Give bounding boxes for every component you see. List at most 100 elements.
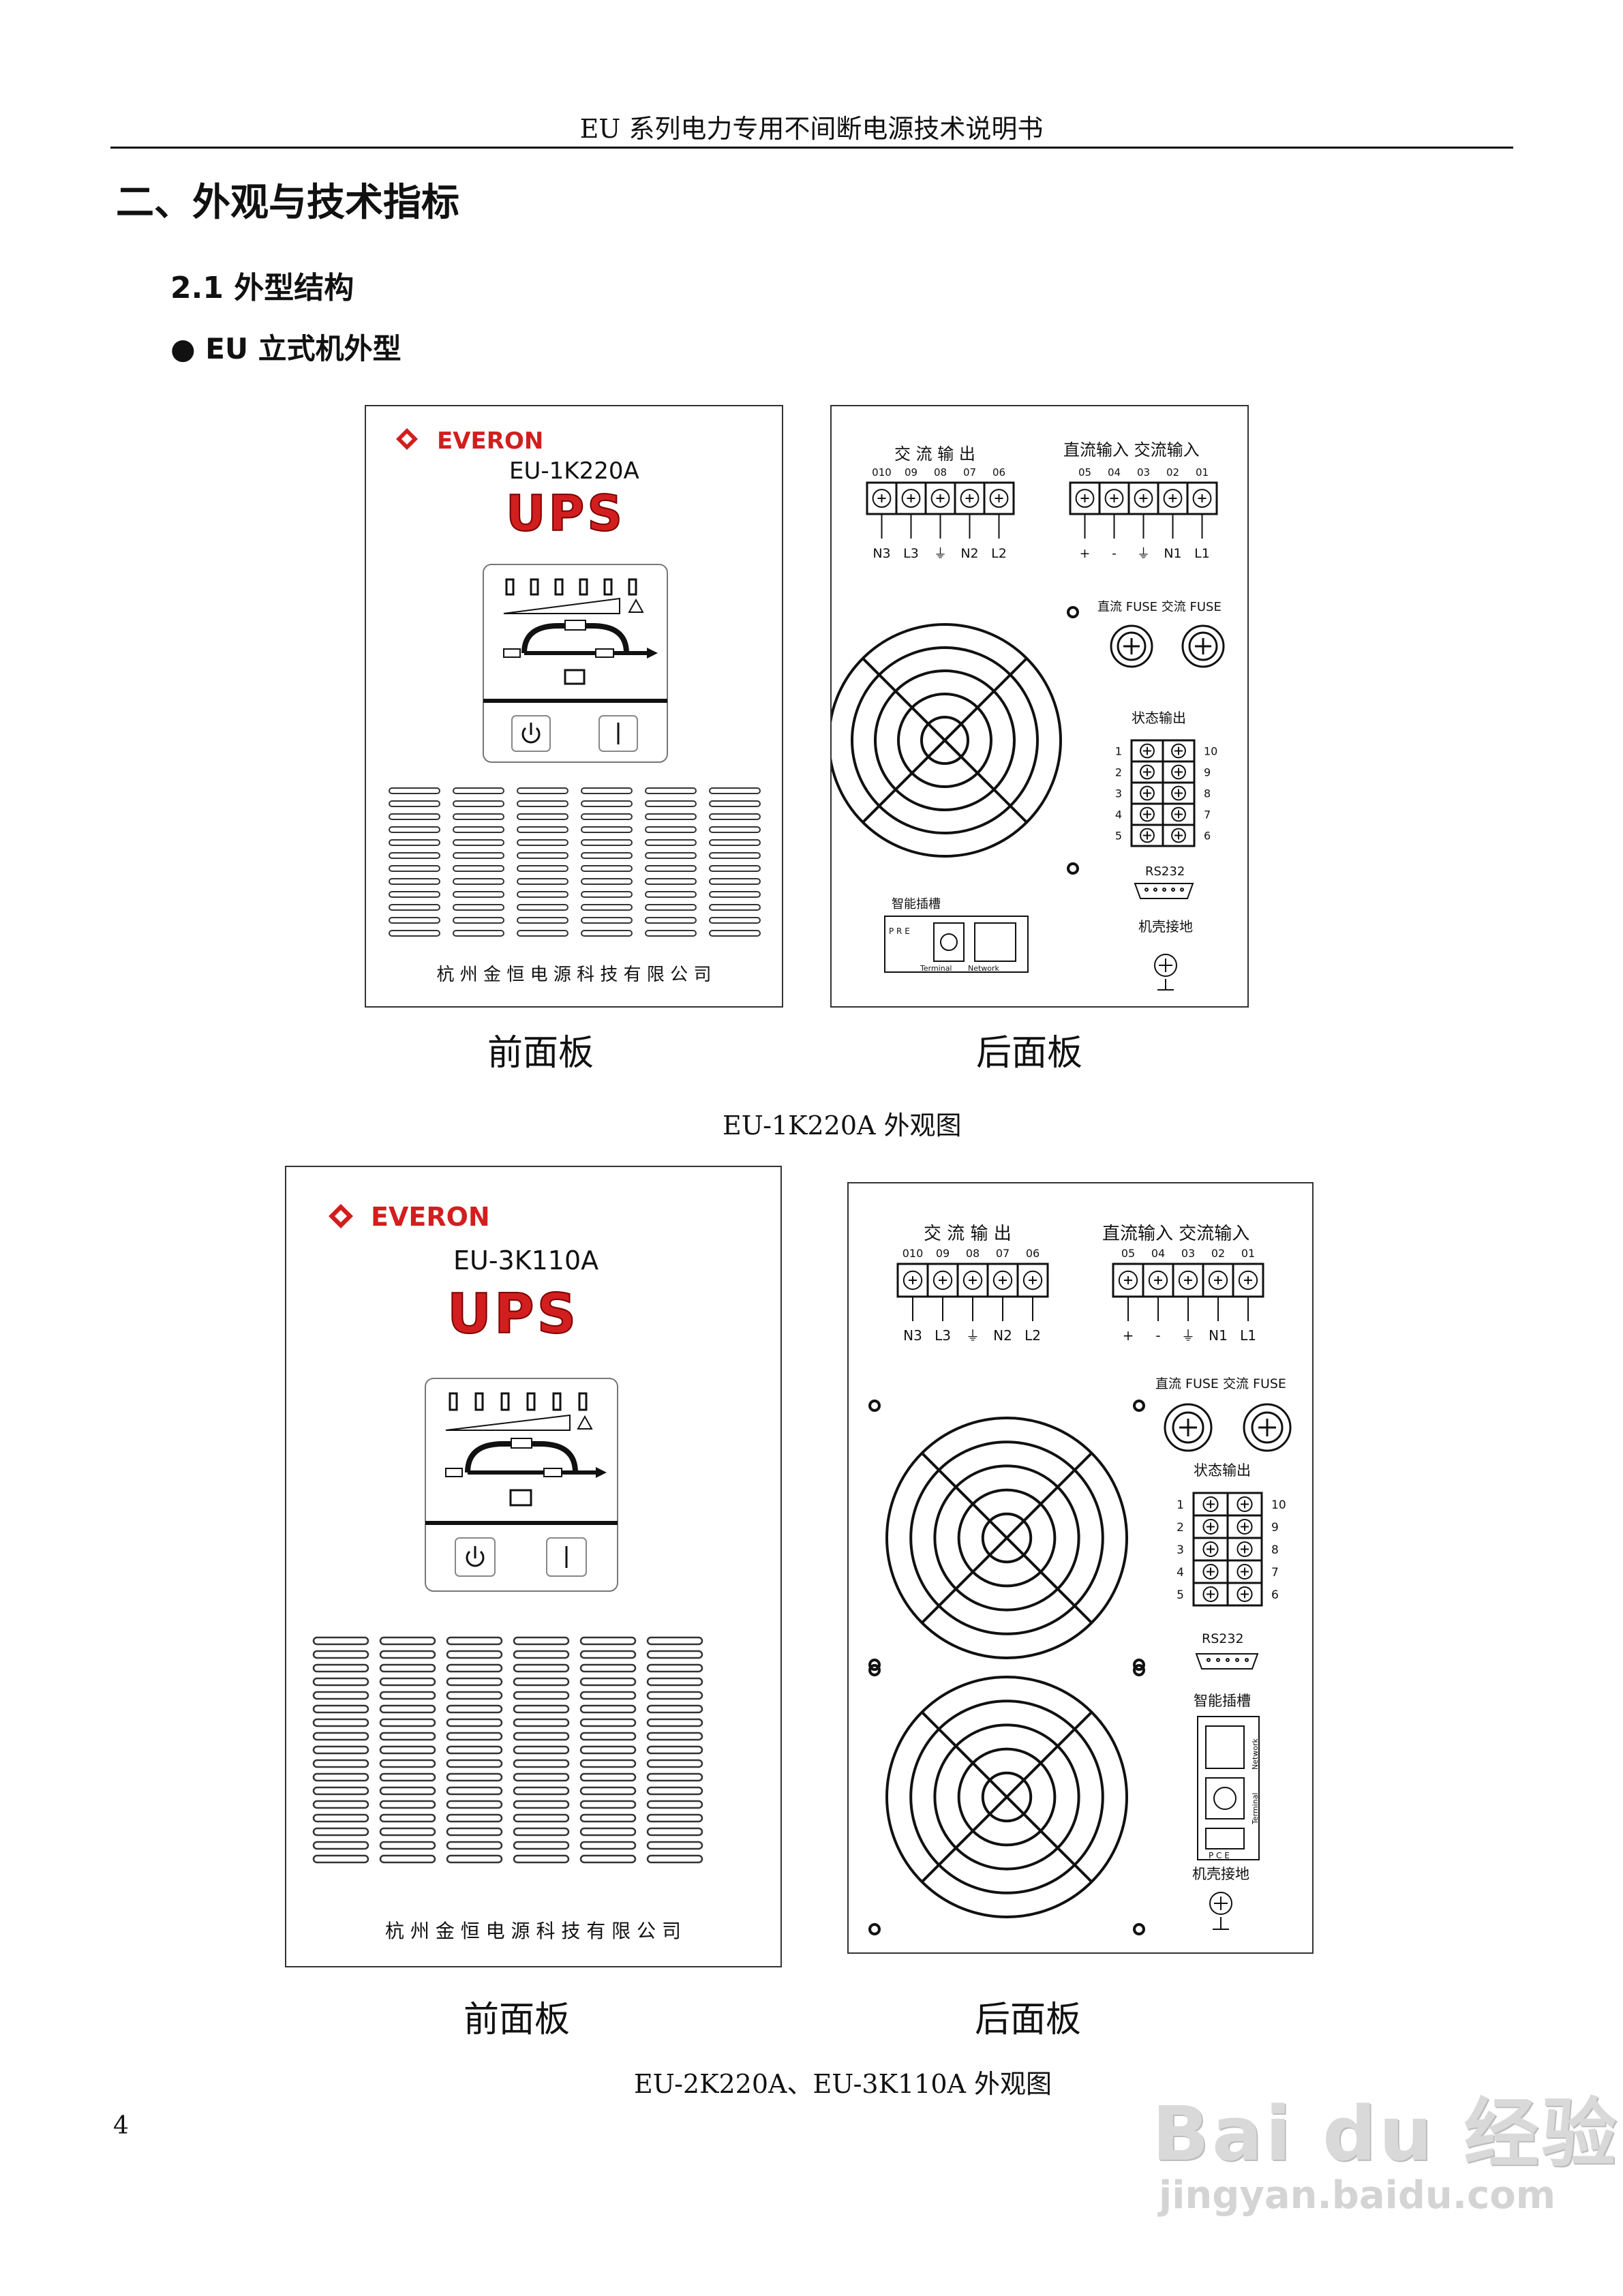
vent-slot xyxy=(579,1718,637,1727)
vent-slot xyxy=(581,930,633,937)
vent-slot xyxy=(709,787,761,794)
vent-slot xyxy=(379,1841,436,1850)
vent-slot xyxy=(453,800,504,807)
terminal-label: ⏚ xyxy=(1181,1327,1195,1344)
section-title: 二、外观与技术指标 xyxy=(116,181,459,225)
vent-slot xyxy=(646,1677,703,1687)
terminal-label: Terminal xyxy=(920,964,952,973)
vent-slot xyxy=(646,1732,703,1741)
screw-icon xyxy=(1192,489,1212,508)
vent-slot xyxy=(709,878,761,885)
vent-slot xyxy=(579,1854,637,1864)
vent-slot xyxy=(389,930,440,937)
dc-fuse-icon xyxy=(1110,624,1153,668)
vent-slot xyxy=(446,1650,503,1659)
vent-slot xyxy=(446,1841,503,1850)
vent-slot xyxy=(645,787,697,794)
status-display xyxy=(425,1378,618,1592)
vent-slot xyxy=(579,1704,637,1714)
status-pin-label: 9 xyxy=(1204,766,1211,779)
front-panel-3k-drawing: EVERON EU-3K110A UPS xyxy=(312,1202,703,1942)
screw-icon xyxy=(1140,806,1155,822)
vent-slot xyxy=(312,1772,369,1782)
vent-slot xyxy=(379,1732,436,1741)
network-label: Network xyxy=(968,964,1000,973)
ground-label: 机壳接地 xyxy=(1138,918,1193,935)
vent-slot xyxy=(453,826,504,833)
terminal-label: L2 xyxy=(1025,1327,1041,1344)
vent-slot xyxy=(379,1800,436,1809)
terminal-number: 06 xyxy=(1026,1247,1040,1260)
vent-slot xyxy=(579,1772,637,1782)
ground-icon xyxy=(1209,1892,1232,1930)
front-panel-label: 前面板 xyxy=(487,1033,594,1074)
vent-slot xyxy=(312,1732,369,1741)
screw-icon xyxy=(989,489,1009,508)
company-name: 杭 州 金 恒 电 源 科 技 有 限 公 司 xyxy=(385,1920,681,1942)
front-panel-label: 前面板 xyxy=(464,1999,571,2040)
vent-slot xyxy=(513,1841,570,1850)
company-name: 杭 州 金 恒 电 源 科 技 有 限 公 司 xyxy=(437,965,712,985)
vent-slot xyxy=(513,1677,570,1687)
screw-icon xyxy=(1178,1270,1198,1290)
vent-slot xyxy=(389,813,440,820)
fuse-label: 直流 FUSE 交流 FUSE xyxy=(1097,600,1222,614)
vent-slot xyxy=(446,1800,503,1809)
vent-slot xyxy=(389,852,440,859)
vent-slot xyxy=(312,1718,369,1727)
rs232-port-icon xyxy=(1195,1653,1259,1670)
vent-slot xyxy=(453,839,504,846)
ac-output-title: 交 流 输 出 xyxy=(924,1224,1012,1244)
vent-slot xyxy=(581,787,633,794)
terminal-label: - xyxy=(1155,1327,1160,1344)
vent-slot xyxy=(513,1663,570,1673)
vent-slot xyxy=(379,1745,436,1755)
everon-logo-icon xyxy=(329,1204,353,1228)
screw-icon xyxy=(872,489,892,508)
vent-slot xyxy=(709,865,761,872)
screw-icon xyxy=(1171,743,1186,759)
screw-icon xyxy=(1237,1563,1253,1580)
vent-slot xyxy=(517,930,568,937)
status-pin-label: 7 xyxy=(1204,809,1211,821)
front-panel-3k: EVERON EU-3K110A UPS xyxy=(285,1166,782,1967)
status-pin-label: 4 xyxy=(1115,809,1122,821)
battery-icon xyxy=(509,1489,532,1507)
vent-slot xyxy=(453,917,504,924)
vent-slot xyxy=(579,1745,637,1755)
status-pin-label: 6 xyxy=(1271,1588,1279,1602)
vent-slot xyxy=(579,1663,637,1673)
vent-slot xyxy=(517,904,568,911)
vent-slot xyxy=(453,813,504,820)
terminal-number: 01 xyxy=(1196,466,1209,479)
ac-output-title: 交 流 输 出 xyxy=(894,444,975,464)
vent-slot xyxy=(517,813,568,820)
vent-slot xyxy=(646,1745,703,1755)
vent-slot xyxy=(646,1636,703,1646)
pre-label: P R E xyxy=(889,926,910,936)
vent-slot xyxy=(446,1677,503,1687)
dc-ac-input-title: 直流输入 交流输入 xyxy=(1102,1224,1249,1244)
status-output-title: 状态输出 xyxy=(1132,710,1186,726)
vent-slot xyxy=(581,826,633,833)
terminal-number: 02 xyxy=(1166,466,1179,479)
screw-icon xyxy=(1163,489,1183,508)
terminal-number: 09 xyxy=(936,1247,950,1260)
warning-icon xyxy=(628,598,644,613)
vent-slot xyxy=(581,891,633,898)
front-panel-1k-drawing: EVERON EU-1K220A UPS xyxy=(389,427,761,985)
header-rule xyxy=(110,147,1513,149)
watermark-url: jingyan.baidu.com xyxy=(1159,2173,1556,2218)
vent-slot xyxy=(379,1650,436,1659)
status-output-title: 状态输出 xyxy=(1194,1462,1251,1479)
status-pin-label: 5 xyxy=(1177,1588,1184,1602)
vent-slot xyxy=(517,826,568,833)
vent-slot xyxy=(579,1759,637,1768)
status-pin-label: 10 xyxy=(1271,1498,1286,1512)
model-name: EU-3K110A xyxy=(453,1245,598,1275)
terminal-number: 08 xyxy=(934,466,947,479)
rs232-port-icon xyxy=(1134,883,1194,899)
vent-slot xyxy=(389,904,440,911)
vent-slot xyxy=(581,878,633,885)
